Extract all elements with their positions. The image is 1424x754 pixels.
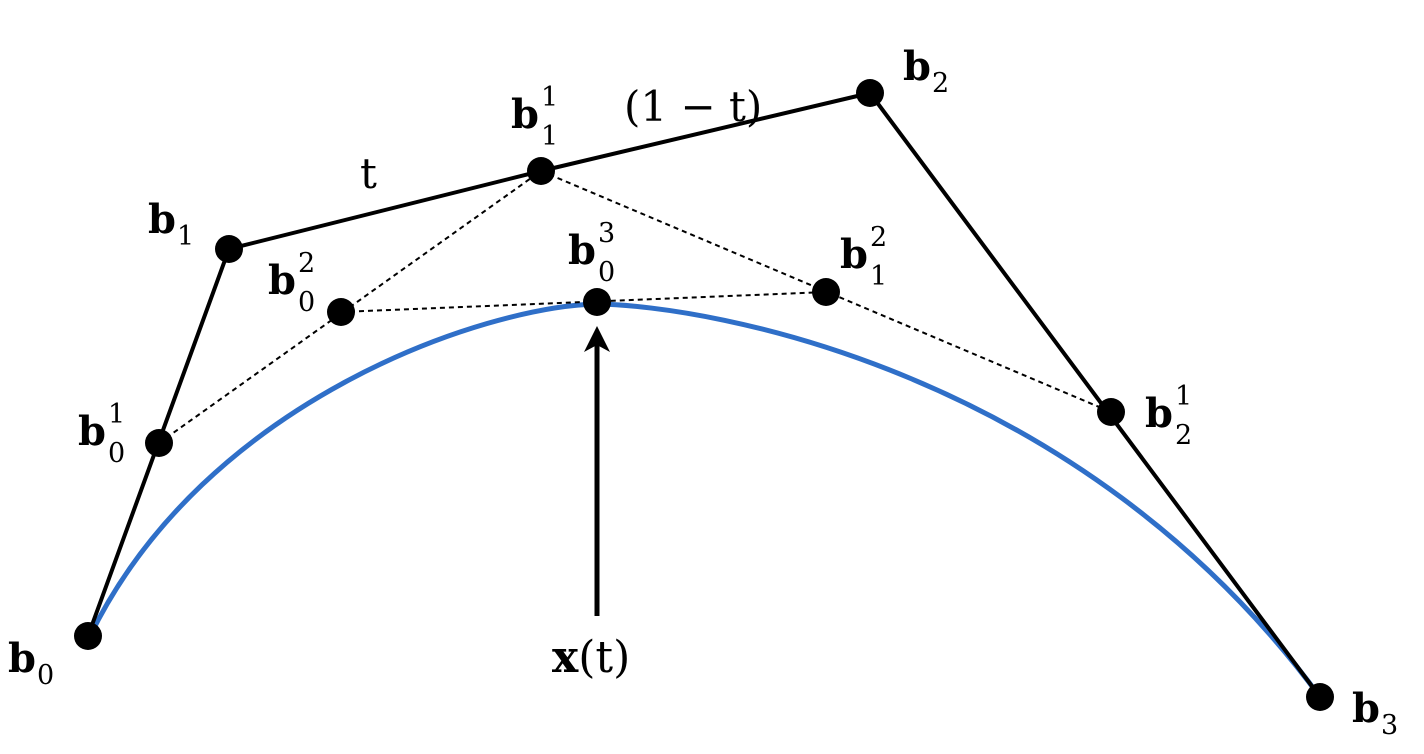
point-b11 xyxy=(527,157,555,185)
point-b1 xyxy=(215,235,243,263)
label-b03: b 3 0 xyxy=(568,218,620,288)
label-x-t: x(t) xyxy=(552,632,630,683)
point-b01 xyxy=(145,429,173,457)
label-b3: b3 xyxy=(1352,685,1398,741)
point-b02 xyxy=(327,298,355,326)
label-b12: b 2 1 xyxy=(840,222,892,292)
label-b02: b 2 0 xyxy=(268,248,320,318)
label-b1: b1 xyxy=(148,196,194,252)
point-b21 xyxy=(1097,398,1125,426)
label-b21: b 1 2 xyxy=(1145,381,1197,451)
control-polygon xyxy=(86,91,1322,699)
points xyxy=(74,79,1334,711)
point-b03 xyxy=(583,288,611,316)
label-t: t xyxy=(360,149,377,198)
x-t-arrow-head xyxy=(584,326,610,352)
label-b01: b 1 0 xyxy=(78,399,130,469)
point-labels: b0 b1 b2 b3 b 1 0 b 1 1 b 1 2 xyxy=(8,43,1398,741)
point-b2 xyxy=(856,79,884,107)
bezier-curve xyxy=(87,301,1323,700)
x-t-arrow xyxy=(584,326,610,616)
label-one-minus-t: (1 − t) xyxy=(624,82,762,131)
point-b3 xyxy=(1306,683,1334,711)
label-b2: b2 xyxy=(903,43,949,99)
point-b12 xyxy=(812,278,840,306)
label-b0: b0 xyxy=(8,635,54,691)
point-b0 xyxy=(74,622,102,650)
label-b11: b 1 1 xyxy=(511,82,563,152)
